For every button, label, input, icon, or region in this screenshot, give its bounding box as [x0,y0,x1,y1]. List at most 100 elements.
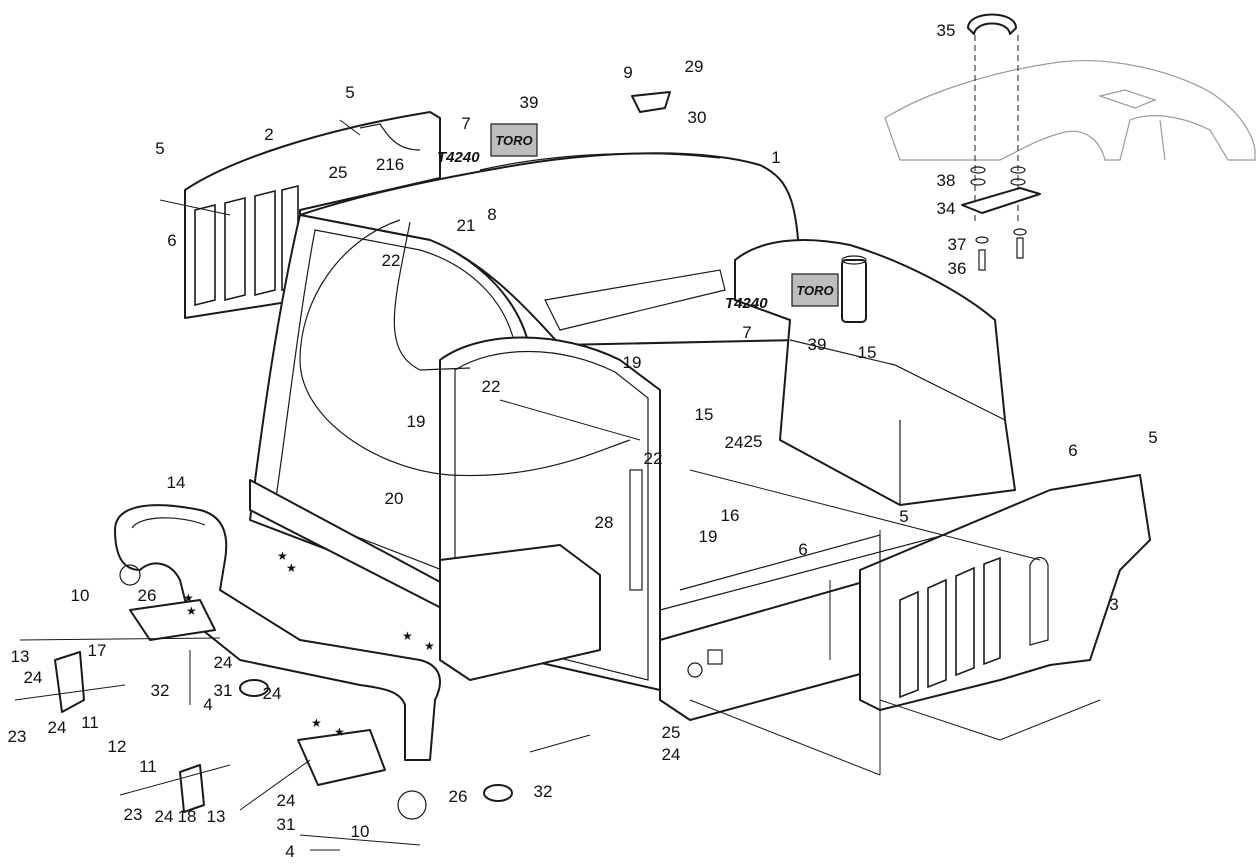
part-callout: 34 [937,199,956,218]
part-callout: 32 [151,681,170,700]
front-bumper-bar [114,504,441,761]
seat-slide-bracket [961,166,1041,271]
cable-harness-branch [393,221,471,371]
mount-bracket-right [297,729,386,786]
part-callout: 28 [595,513,614,532]
part-callout: 16 [721,506,740,525]
part-callout: 26 [138,586,157,605]
star-marker: ★ [402,629,413,643]
part-callout: 10 [71,586,90,605]
seat-pan-inset [884,60,1256,161]
part-callout: 5 [155,139,164,158]
part-callout: 39 [808,335,827,354]
part-callout: 24 [725,433,744,452]
part-callout: 25 [329,163,348,182]
part-callout: 24 [263,684,282,703]
part-callout: 2 [264,125,273,144]
part-callout: 11 [139,757,157,776]
part-callout: 14 [167,473,186,492]
part-callout: 3 [1109,595,1118,614]
part-callout: 19 [623,353,642,372]
mount-bracket-left [129,599,216,641]
part-callout: 216 [376,155,404,174]
star-marker: ★ [186,604,197,618]
part-callout: 35 [937,21,956,40]
star-marker: ★ [183,591,194,605]
part-callout: 31 [214,681,233,700]
tow-ring-right [397,790,427,820]
star-marker: ★ [277,549,288,563]
part-callout: 26 [449,787,468,806]
star-marker: ★ [311,716,322,730]
right-fender-panel [859,474,1151,711]
part-callout: 24 [277,791,296,810]
grommet-right [483,784,513,802]
part-callout: 11 [81,713,99,732]
part-callout: 29 [685,57,704,76]
star-marker: ★ [286,561,297,575]
left-fender-panel [184,111,441,319]
part-callout: 19 [699,527,718,546]
part-callout: 4 [285,842,294,861]
decal-brand-text: TORO [495,133,532,148]
rear-frame [439,336,661,691]
part-callout: 24 [662,745,681,764]
part-callout: 5 [1148,428,1157,447]
decal-right: TORO [791,273,839,307]
part-callout: 37 [948,235,967,254]
part-callout: 12 [108,737,127,756]
assembly-leads [14,119,1101,851]
part-callout: 22 [644,449,663,468]
part-callout: 36 [948,259,967,278]
decal-brand-text: TORO [796,283,833,298]
part-callout: 22 [482,377,501,396]
part-callout: 24 [155,807,174,826]
part-callout: 23 [8,727,27,746]
tow-ring-left [119,564,141,586]
part-callout: 5 [345,83,354,102]
model-label-left: T4240 [437,149,480,166]
part-callout: 13 [11,647,30,666]
star-marker: ★ [334,725,345,739]
part-callout: 1 [771,148,780,167]
part-callout: 4 [203,695,212,714]
part-callout: 20 [385,489,404,508]
part-callout: 7 [742,323,751,342]
part-callout: 13 [207,807,226,826]
part-callout: 6 [167,231,176,250]
star-marker: ★ [424,639,435,653]
part-callout: 5 [899,507,908,526]
part-callout: 8 [487,205,496,224]
part-callout: 17 [88,641,107,660]
part-callout: 6 [798,540,807,559]
part-callout: 18 [178,807,197,826]
part-callout: 25 [662,723,681,742]
part-callout: 23 [124,805,143,824]
part-callout: 24 [214,653,233,672]
part-callout: 38 [937,171,956,190]
part-callout: 10 [351,822,370,841]
fuel-tank [734,239,1016,506]
part-callout: 24 [48,718,67,737]
hitch-bracket-18 [179,764,205,813]
part-callout: 24 [24,668,43,687]
part-callout: 6 [1068,441,1077,460]
part-callout: 25 [744,432,763,451]
part-callout: 21 [457,216,476,235]
model-label-right: T4240 [725,295,768,312]
part-callout: 30 [688,108,707,127]
part-callout: 32 [534,782,553,801]
part-callout: 7 [461,114,470,133]
part-callout: 31 [277,815,296,834]
part-callout: 22 [382,251,401,270]
grommet-left [239,679,269,697]
part-callout: 9 [623,63,632,82]
hitch-bracket-17 [54,651,85,713]
seat-handle [967,13,1017,35]
part-callout: 39 [520,93,539,112]
decal-left: TORO [490,123,538,157]
part-callout: 19 [407,412,426,431]
